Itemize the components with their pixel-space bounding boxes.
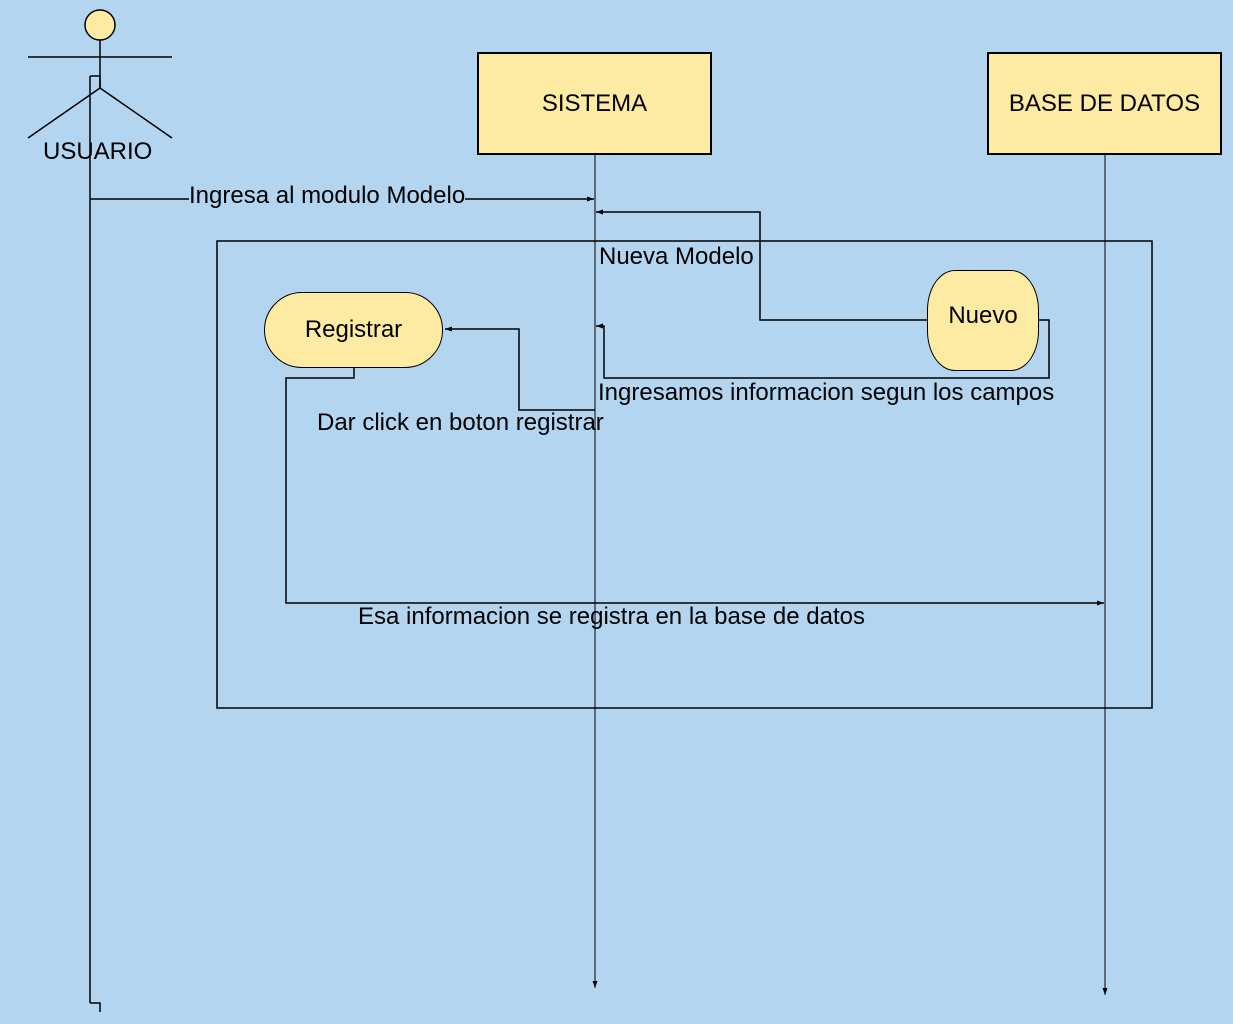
message-dar-click-label: Dar click en boton registrar: [317, 409, 604, 436]
sistema-label: SISTEMA: [541, 89, 648, 117]
connector-dar-click-arrow: [445, 326, 595, 411]
sistema-box: SISTEMA: [477, 52, 712, 155]
base-datos-box: BASE DE DATOS: [987, 52, 1222, 155]
registrar-label: Registrar: [304, 316, 403, 343]
usuario-lifeline: [89, 75, 101, 1012]
actor-figure: [27, 9, 173, 139]
message-ingresa-label: Ingresa al modulo Modelo: [189, 182, 466, 210]
message-ingresamos-label: Ingresamos informacion segun los campos: [598, 379, 1055, 406]
message-registra-label: Esa informacion se registra en la base d…: [358, 603, 865, 630]
nuevo-label: Nuevo: [948, 301, 1018, 329]
connector-ingresamos-arrow: [596, 319, 1050, 379]
connector-registra-arrow: [285, 368, 1104, 606]
actor-label: USUARIO: [43, 138, 153, 165]
registrar-node: Registrar: [264, 292, 443, 368]
frame-label: Nueva Modelo: [599, 243, 754, 270]
base-datos-label: BASE DE DATOS: [1008, 89, 1201, 117]
connector-nuevo-to-sistema: [596, 209, 927, 321]
nuevo-node: Nuevo: [927, 270, 1039, 371]
fragment-frame: [216, 240, 1153, 709]
